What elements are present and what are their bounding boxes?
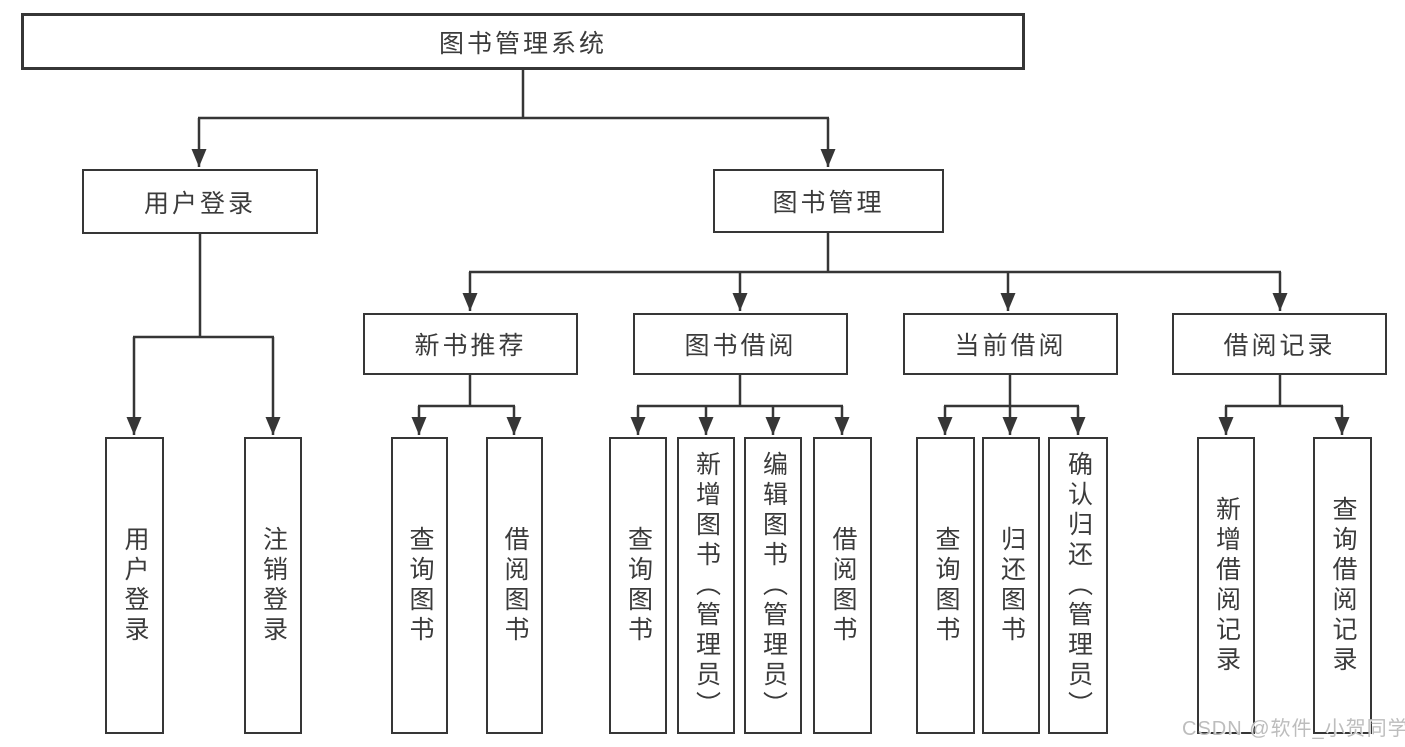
leaf-current-confirm-return-admin: 确认归还（管理员） bbox=[1048, 437, 1108, 734]
leaf-label: 编辑图书（管理员） bbox=[759, 450, 788, 721]
leaf-borrowing-borrow-books: 借阅图书 bbox=[813, 437, 872, 734]
leaf-recommend-search-books: 查询图书 bbox=[391, 437, 448, 734]
node-label: 图书管理 bbox=[772, 189, 885, 217]
node-book-borrowing: 图书借阅 bbox=[633, 313, 848, 375]
csdn-watermark: CSDN @软件_小贺同学 bbox=[1182, 718, 1405, 740]
leaf-user-login: 用户登录 bbox=[105, 437, 164, 734]
leaf-current-search-books: 查询图书 bbox=[916, 437, 975, 734]
node-label: 图书管理系统 bbox=[438, 29, 607, 58]
leaf-label: 借阅图书 bbox=[501, 525, 529, 646]
leaf-label: 查询图书 bbox=[406, 525, 434, 646]
node-book-management: 图书管理 bbox=[713, 169, 944, 233]
node-borrowing-records: 借阅记录 bbox=[1172, 313, 1387, 375]
leaf-records-search-borrow-record: 查询借阅记录 bbox=[1313, 437, 1372, 734]
node-label: 借阅记录 bbox=[1223, 332, 1336, 360]
leaf-label: 用户登录 bbox=[121, 525, 149, 646]
node-current-borrowing: 当前借阅 bbox=[903, 313, 1118, 375]
leaf-label: 查询图书 bbox=[932, 525, 960, 646]
node-new-book-recommendation: 新书推荐 bbox=[363, 313, 578, 375]
leaf-label: 新增图书（管理员） bbox=[692, 450, 721, 721]
node-library-management-system: 图书管理系统 bbox=[21, 13, 1025, 70]
leaf-recommend-borrow-books: 借阅图书 bbox=[486, 437, 543, 734]
node-label: 当前借阅 bbox=[954, 332, 1067, 360]
leaf-records-add-borrow-record: 新增借阅记录 bbox=[1197, 437, 1255, 734]
node-user-login: 用户登录 bbox=[82, 169, 318, 234]
leaf-label: 新增借阅记录 bbox=[1212, 495, 1241, 676]
leaf-label: 确认归还（管理员） bbox=[1064, 450, 1093, 721]
leaf-logout: 注销登录 bbox=[244, 437, 302, 734]
node-label: 图书借阅 bbox=[684, 332, 797, 360]
leaf-label: 查询图书 bbox=[624, 525, 653, 646]
leaf-borrowing-add-books-admin: 新增图书（管理员） bbox=[677, 437, 735, 734]
leaf-label: 归还图书 bbox=[997, 525, 1026, 646]
leaf-current-return-books: 归还图书 bbox=[982, 437, 1040, 734]
leaf-label: 注销登录 bbox=[259, 525, 288, 646]
leaf-borrowing-edit-books-admin: 编辑图书（管理员） bbox=[744, 437, 802, 734]
node-label: 用户登录 bbox=[143, 189, 256, 218]
leaf-borrowing-search-books: 查询图书 bbox=[609, 437, 667, 734]
node-label: 新书推荐 bbox=[414, 332, 527, 360]
leaf-label: 查询借阅记录 bbox=[1329, 495, 1357, 676]
leaf-label: 借阅图书 bbox=[829, 525, 857, 646]
